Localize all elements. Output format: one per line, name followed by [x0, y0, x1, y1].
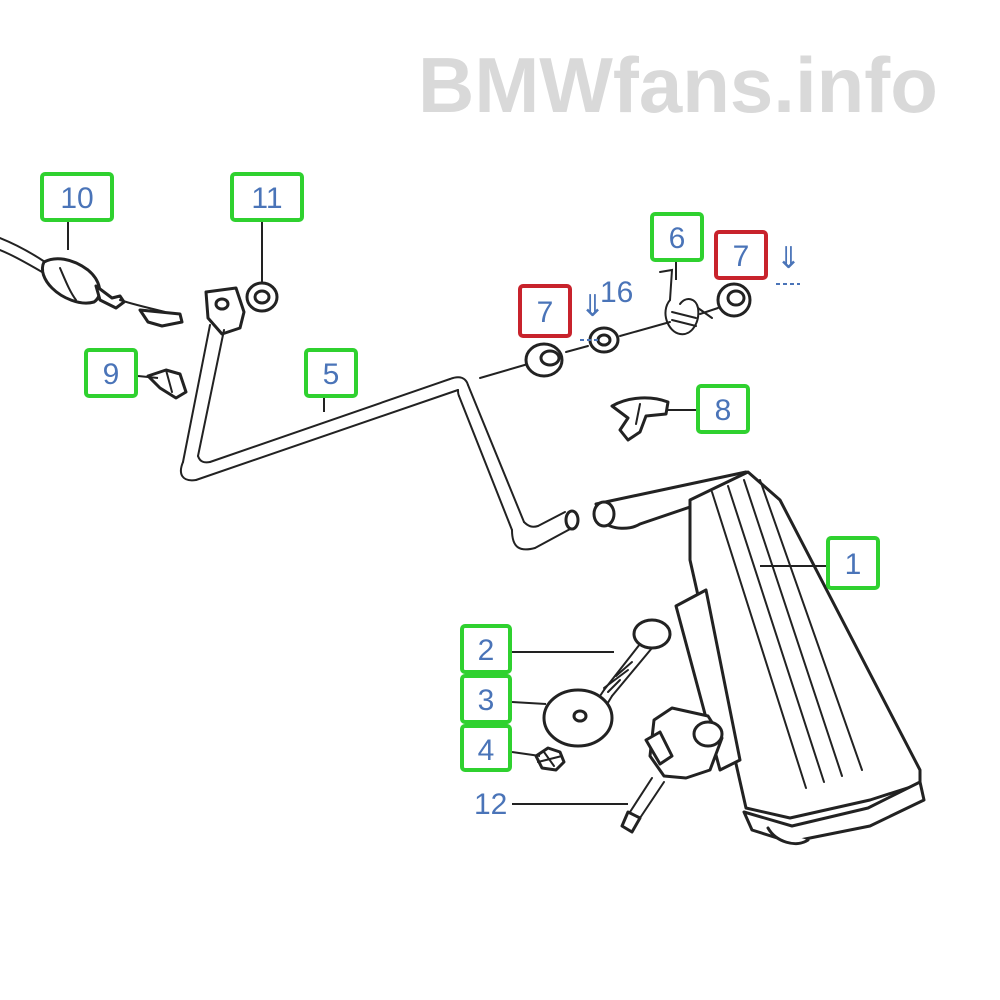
callout-label: 1 [845, 548, 862, 581]
callout-8: 8 [696, 384, 750, 434]
callout-label: 7 [537, 296, 554, 329]
callout-label: 4 [478, 734, 495, 767]
callout-3: 3 [460, 674, 512, 724]
label-16: 16 [600, 276, 633, 309]
callout-label: 9 [103, 358, 120, 391]
stop-screw-2-part [595, 618, 672, 707]
callout-9: 9 [84, 348, 138, 398]
bushing-7-right-part [716, 282, 752, 318]
spring-6-part [659, 268, 713, 336]
callout-label: 8 [715, 394, 732, 427]
washer-16-part [588, 326, 620, 354]
label-12: 12 [474, 788, 507, 821]
callout-label: 6 [669, 222, 686, 255]
accelerator-pedal-part [592, 470, 926, 845]
bushing-7-left-part [524, 342, 564, 378]
bushing-11-part [245, 281, 279, 313]
leader-lines [67, 221, 826, 805]
callout-10: 10 [40, 172, 114, 222]
callout-label: 10 [60, 182, 93, 215]
callout-6: 6 [650, 212, 704, 262]
callout-2: 2 [460, 624, 512, 674]
line-art [0, 237, 926, 845]
down-arrow-icon: ⇓ [580, 289, 605, 324]
washer-3-part [542, 688, 614, 748]
watermark-text: BMWfans.info [418, 41, 938, 129]
kickdown-switch-12-part [620, 706, 724, 834]
callout-7-left: 7 [518, 284, 572, 338]
star-washer-4-part [534, 746, 566, 772]
callout-5: 5 [304, 348, 358, 398]
callout-4: 4 [460, 724, 512, 772]
callout-1: 1 [826, 536, 880, 590]
callout-label: 11 [251, 182, 282, 215]
callout-11: 11 [230, 172, 304, 222]
throttle-cable-part [0, 237, 184, 328]
callout-label: 2 [478, 634, 495, 667]
down-arrow-icon: ⇓ [776, 241, 801, 276]
retaining-clip-8-part [610, 396, 670, 442]
linkage-rod-part [179, 286, 580, 551]
clip-9-part [146, 368, 188, 400]
callout-label: 5 [323, 358, 340, 391]
callout-7-right: 7 [714, 230, 768, 280]
callout-label: 3 [478, 684, 495, 717]
callout-label: 7 [733, 240, 750, 273]
